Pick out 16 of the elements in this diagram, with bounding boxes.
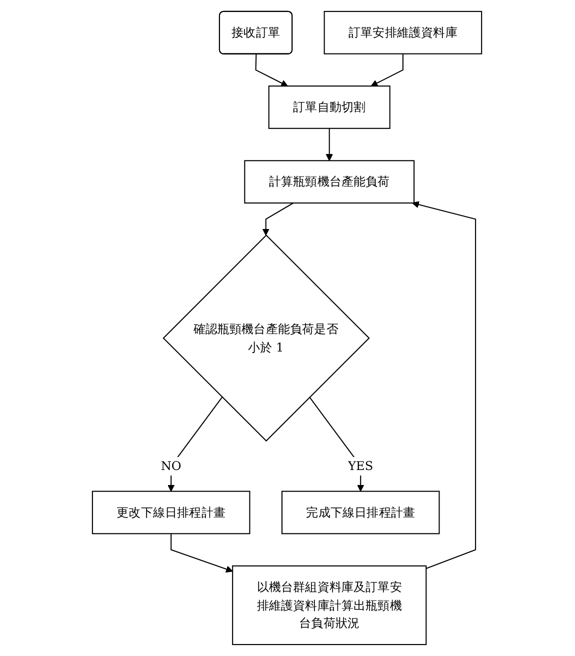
arrow (262, 202, 294, 236)
arrow (168, 396, 224, 492)
node-box: 完成下線日排程計畫 (282, 490, 440, 534)
edge-label: NO (161, 458, 182, 474)
arrow (326, 128, 334, 161)
node-box: 以機台群組資料庫及訂單安排維護資料庫計算出瓶頸機台負荷狀況 (232, 565, 428, 646)
arrow (256, 54, 288, 86)
edge-label: YES (348, 458, 374, 474)
arrow (171, 534, 234, 573)
node-box: 更改下線日排程計畫 (92, 490, 251, 534)
node-diamond: 確認瓶頸機台產能負荷是否小於 1 (163, 234, 370, 442)
node-box: 計算瓶頸機台產能負荷 (244, 160, 416, 204)
node-box: 訂單安排維護資料庫 (324, 10, 483, 54)
node-box: 訂單自動切割 (268, 86, 391, 129)
arrow (412, 201, 477, 570)
arrow (371, 54, 404, 86)
